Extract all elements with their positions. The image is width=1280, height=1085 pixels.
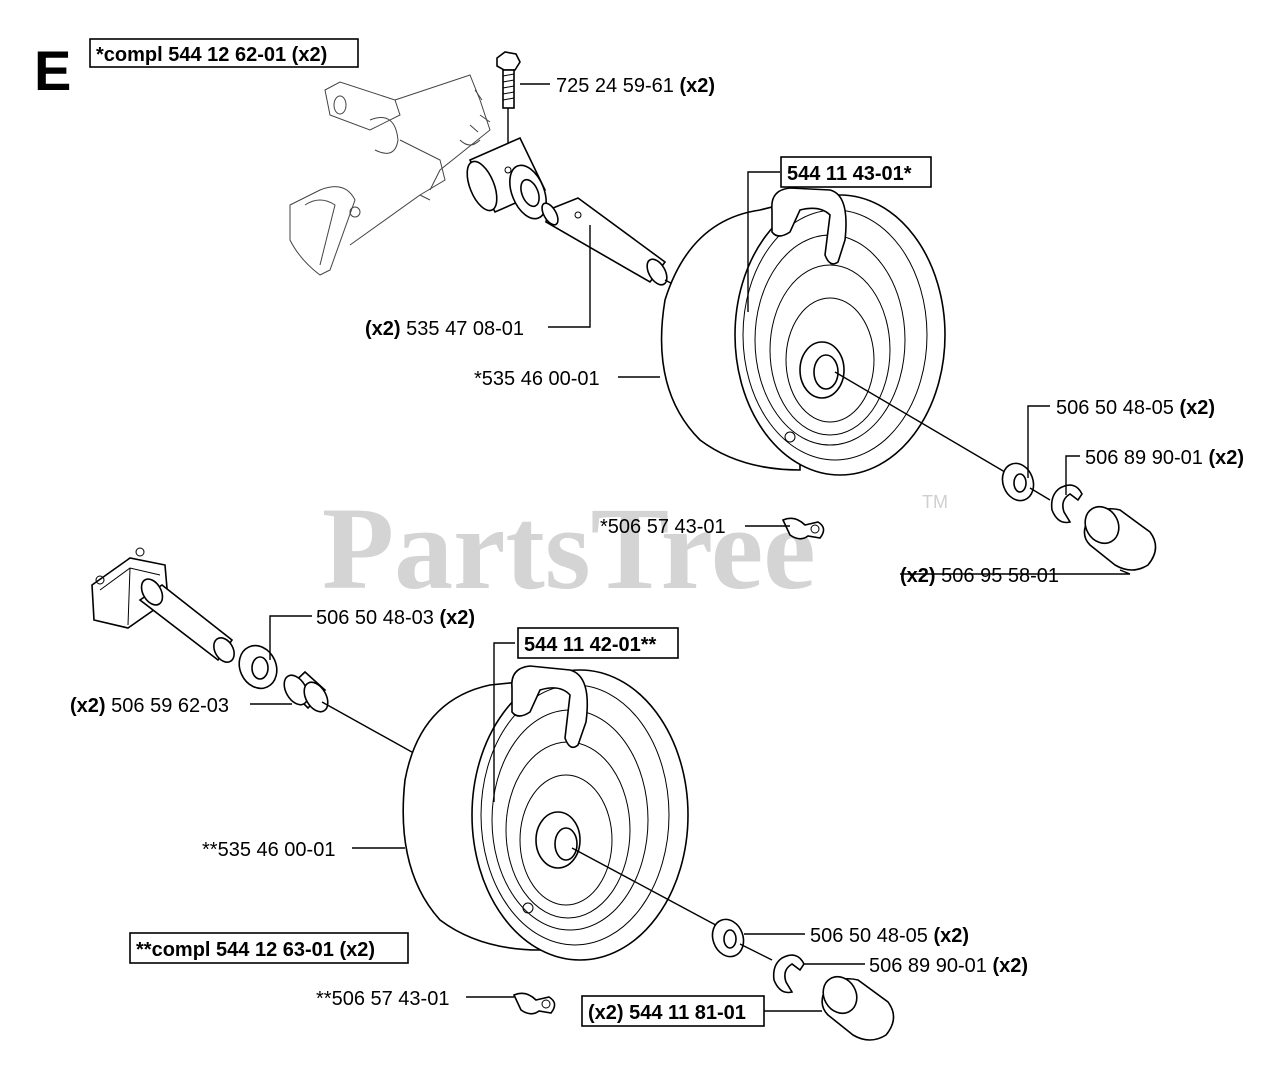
- cap-top-part: [1083, 505, 1157, 571]
- spacer-top-label: *506 57 43-01: [600, 516, 726, 538]
- washer-bottom-number: 506 50 48-05: [810, 925, 928, 947]
- axle-bracket-part: [91, 547, 235, 663]
- spacer-bottom-label: **506 57 43-01: [316, 988, 449, 1010]
- washer-top-part: [1001, 462, 1051, 502]
- compl-top-label: *compl 544 12 62-01 (x2): [96, 44, 327, 66]
- axle-number: 535 47 08-01: [406, 318, 524, 340]
- washer-top-number: 506 50 48-05: [1056, 397, 1174, 419]
- cap-top-number: 506 95 58-01: [941, 565, 1059, 587]
- washer-top-qty: (x2): [1179, 397, 1215, 419]
- bushing-qty: (x2): [70, 695, 106, 717]
- clip-bottom-number: 506 89 90-01: [869, 955, 987, 977]
- wheel-top-label: 544 11 43-01*: [787, 163, 912, 185]
- clip-top-qty: (x2): [1208, 447, 1244, 469]
- washer-bottom-part: [711, 918, 773, 961]
- trademark: TM: [922, 492, 948, 512]
- bushing-part: [283, 670, 499, 801]
- bolt-number: 725 24 59-61: [556, 75, 674, 97]
- bottom-wheel-part: [402, 665, 726, 961]
- cap-bottom-part: [821, 975, 895, 1041]
- axle-qty: (x2): [365, 318, 401, 340]
- top-wheel-part: [660, 187, 1011, 476]
- axle-label: (x2) 535 47 08-01: [365, 318, 524, 340]
- clip-top-part: [1050, 484, 1083, 524]
- clip-top-label: 506 89 90-01 (x2): [1085, 447, 1244, 469]
- washer-top-label: 506 50 48-05 (x2): [1056, 397, 1215, 419]
- tire-top-label: *535 46 00-01: [474, 368, 600, 390]
- frame-bracket-ghost: [289, 74, 491, 276]
- clip-bottom-label: 506 89 90-01 (x2): [869, 955, 1028, 977]
- washer-bottom-label: 506 50 48-05 (x2): [810, 925, 969, 947]
- cap-bottom-label: (x2) 544 11 81-01: [588, 1002, 746, 1024]
- washer-left-qty: (x2): [439, 607, 475, 629]
- pivot-tube-part: [466, 136, 547, 220]
- tire-bottom-label: **535 46 00-01: [202, 839, 335, 861]
- bolt-label: 725 24 59-61 (x2): [556, 75, 715, 97]
- washer-left-part: [238, 644, 278, 690]
- watermark: PartsTree: [322, 483, 816, 614]
- cap-top-label: (x2) 506 95 58-01: [900, 565, 1059, 587]
- compl-bottom-box: [129, 932, 409, 964]
- leader-lines: [250, 83, 1131, 1012]
- bushing-label: (x2) 506 59 62-03: [70, 695, 229, 717]
- spacer-bottom-part: [512, 992, 556, 1015]
- wheel-top-box: [780, 156, 932, 188]
- bushing-number: 506 59 62-03: [111, 695, 229, 717]
- washer-bottom-qty: (x2): [933, 925, 969, 947]
- spacer-top-part: [781, 517, 825, 540]
- washer-left-number: 506 50 48-03: [316, 607, 434, 629]
- washer-left-label: 506 50 48-03 (x2): [316, 607, 475, 629]
- wheel-bottom-label: 544 11 42-01**: [524, 634, 657, 656]
- cap-top-qty: (x2): [900, 565, 936, 587]
- wheel-bottom-box: [517, 627, 679, 659]
- section-letter: E: [34, 39, 71, 102]
- clip-bottom-qty: (x2): [992, 955, 1028, 977]
- clip-top-number: 506 89 90-01: [1085, 447, 1203, 469]
- compl-bottom-label: **compl 544 12 63-01 (x2): [136, 939, 375, 961]
- bolt-qty: (x2): [679, 75, 715, 97]
- bolt-part: [496, 51, 521, 168]
- cap-bottom-box: [581, 995, 765, 1027]
- compl-top-box: [89, 38, 359, 68]
- clip-bottom-part: [772, 954, 805, 994]
